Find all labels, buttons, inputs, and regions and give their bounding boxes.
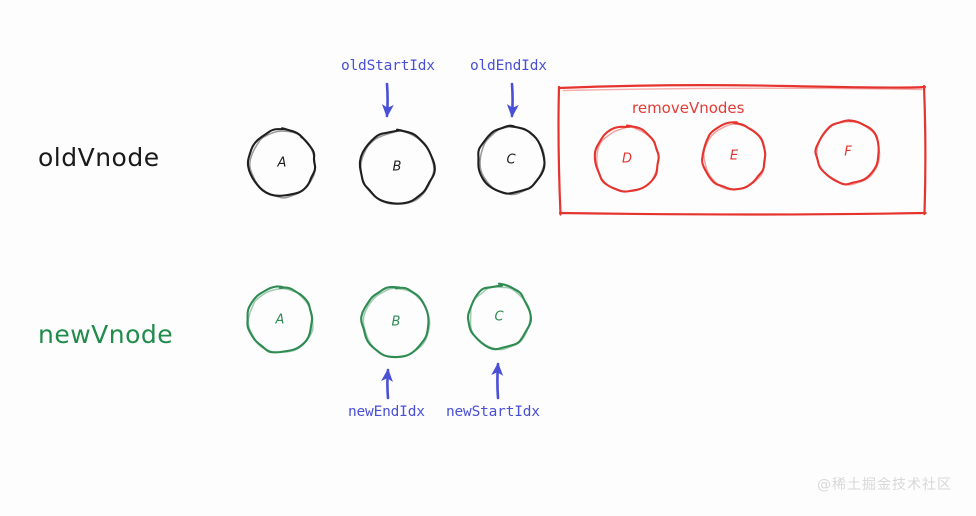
- node-letter: B: [392, 159, 402, 175]
- old-vnode-circles: [246, 124, 546, 205]
- new-vnode-row-label: newVnode: [38, 320, 174, 349]
- pointer-arrow: [381, 368, 393, 400]
- remove-box-edge: [558, 211, 927, 216]
- pointer-arrows: [381, 82, 519, 400]
- node-letter: E: [729, 148, 739, 164]
- pointer-arrow: [506, 82, 519, 118]
- pointer-label: oldStartIdx: [341, 58, 435, 74]
- node-circle-overstroke: [816, 120, 881, 186]
- node-circle: [593, 124, 660, 193]
- node-circle: [246, 127, 317, 197]
- node-letter: C: [494, 309, 504, 325]
- new-vnode-circles: [246, 282, 533, 359]
- node-circle-overstroke: [247, 287, 314, 354]
- node-letter: D: [621, 151, 633, 167]
- node-circle: [701, 121, 767, 191]
- node-circle: [360, 285, 430, 359]
- node-circle-overstroke: [360, 130, 435, 205]
- node-circle: [814, 119, 880, 186]
- remove-box-edge: [557, 85, 562, 216]
- pointer-label: newStartIdx: [446, 404, 540, 420]
- remove-vnodes-box: [557, 84, 927, 216]
- node-circle-overstroke: [469, 286, 532, 351]
- node-circle: [477, 124, 546, 195]
- node-letter: A: [277, 155, 287, 171]
- node-letter: B: [391, 314, 401, 330]
- node-circle-overstroke: [362, 287, 431, 359]
- node-circle-overstroke: [596, 126, 660, 193]
- pointer-arrow: [491, 362, 504, 400]
- remove-box-edge: [922, 84, 927, 216]
- node-circle: [466, 282, 533, 351]
- node-circle-overstroke: [249, 130, 316, 199]
- node-circle-overstroke: [703, 123, 767, 191]
- pointer-label: oldEndIdx: [470, 58, 547, 74]
- node-circle-overstroke: [479, 126, 546, 196]
- old-vnode-row-label: oldVnode: [38, 143, 160, 172]
- node-circle: [246, 285, 314, 354]
- node-circle: [358, 128, 436, 205]
- node-letter: A: [275, 312, 285, 328]
- remove-vnodes-label: removeVnodes: [632, 99, 745, 117]
- node-letter: F: [844, 144, 852, 160]
- node-letter: C: [506, 152, 516, 168]
- remove-box-edge: [557, 84, 927, 90]
- remove-vnode-circles: [593, 119, 881, 193]
- remove-box-edge-overstroke: [562, 87, 923, 92]
- pointer-arrow: [381, 82, 394, 118]
- pointer-label: newEndIdx: [348, 404, 425, 420]
- watermark: @稀土掘金技术社区: [817, 477, 952, 493]
